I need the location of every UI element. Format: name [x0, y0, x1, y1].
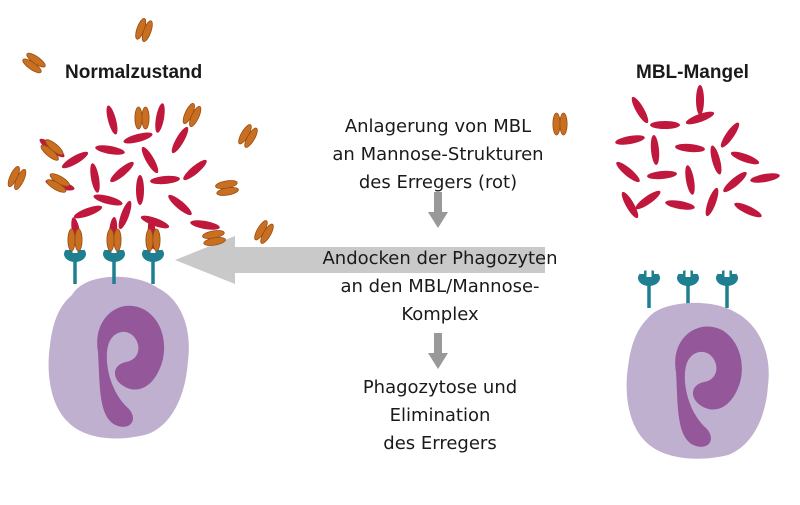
phagocyte-icon-right: [626, 302, 769, 459]
phagocyte-icon-left: [48, 276, 189, 439]
step-phagocytosis-line: Elimination: [389, 405, 491, 426]
step-docking-line: Komplex: [401, 304, 479, 325]
title-mbl-deficiency: MBL-Mangel: [636, 62, 749, 83]
step-docking: Andocken der Phagozyten an den MBL/Manno…: [296, 245, 584, 329]
pathogen-mesh-icon-right: [613, 85, 781, 220]
docking-arrow: [175, 236, 545, 284]
step-binding: Anlagerung von MBL an Mannose-Strukturen…: [300, 113, 576, 197]
step-docking-line: an den MBL/Mannose-: [340, 276, 540, 297]
step-binding-line: des Erregers (rot): [358, 172, 518, 193]
receptors-right: [636, 263, 740, 310]
step-phagocytosis: Phagozytose und Elimination des Erregers: [320, 374, 560, 458]
step-docking-line: Andocken der Phagozyten: [322, 248, 558, 269]
step-phagocytosis-line: des Erregers: [383, 433, 497, 454]
title-normal: Normalzustand: [65, 62, 203, 83]
step-arrow-1: [428, 192, 448, 228]
step-binding-line: Anlagerung von MBL: [344, 116, 532, 137]
step-arrow-2: [428, 333, 448, 369]
step-phagocytosis-line: Phagozytose und: [362, 377, 518, 398]
step-binding-line: an Mannose-Strukturen: [332, 144, 544, 165]
